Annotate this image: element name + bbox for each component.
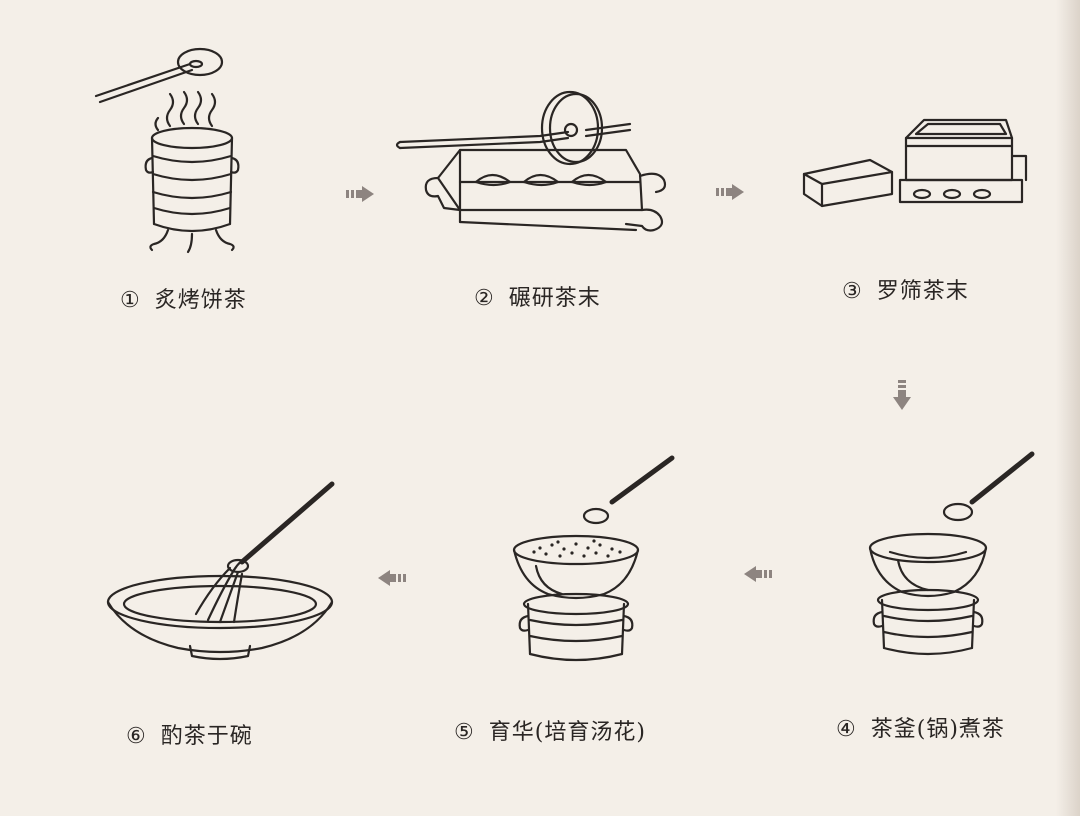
page-edge-shadow	[1056, 0, 1080, 816]
tea-grinder-icon	[395, 90, 667, 232]
arrow-right-icon	[716, 184, 744, 200]
arrow-down-icon	[893, 380, 911, 410]
arrow-right-icon	[346, 186, 374, 202]
roasting-tea-cake-icon	[94, 47, 240, 254]
tea-cauldron-icon	[868, 451, 1035, 656]
tea-bowl-whisk-icon	[106, 481, 335, 661]
brewing-froth-icon	[512, 455, 675, 662]
tea-sieve-box-icon	[802, 118, 1028, 208]
arrow-left-icon	[744, 566, 772, 582]
arrow-left-icon	[378, 570, 406, 586]
